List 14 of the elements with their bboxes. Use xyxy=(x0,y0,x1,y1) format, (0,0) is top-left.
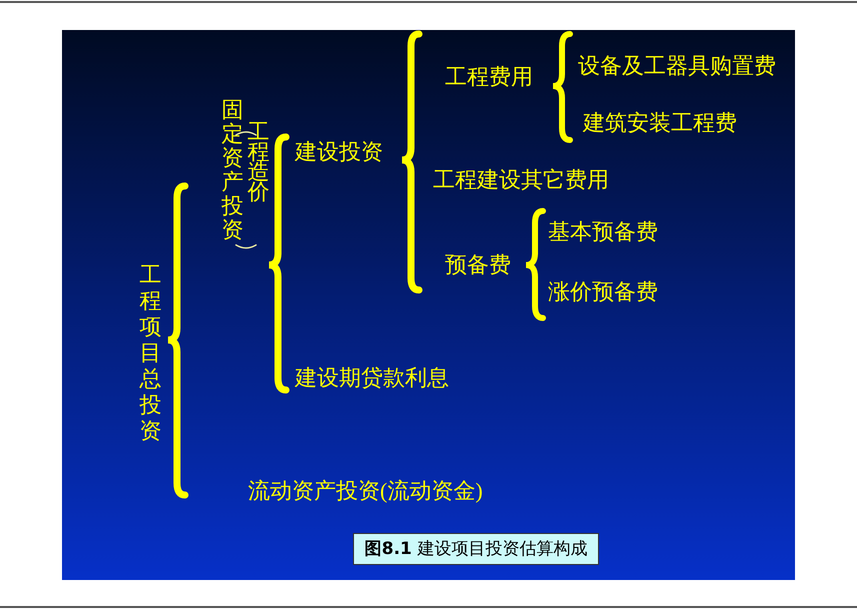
node-label: 工程项目总投资 xyxy=(139,262,162,444)
node-label: 涨价预备费 xyxy=(548,279,658,305)
node-label: 设备及工器具购置费 xyxy=(578,53,776,79)
node-label: 工程费用 xyxy=(445,64,533,90)
caption: 图8.1 建设项目投资估算构成 xyxy=(353,533,599,565)
node-label: 建筑安装工程费 xyxy=(583,110,737,136)
node-label: 工程造价 xyxy=(247,122,270,202)
node-label: 建设期贷款利息 xyxy=(295,365,449,391)
node-label: 流动资产投资(流动资金) xyxy=(248,478,483,504)
node-label: 工程建设其它费用 xyxy=(433,167,609,193)
node-label: 预备费 xyxy=(445,252,511,278)
node-label: 固定资产投资 xyxy=(221,98,244,242)
node-label: 基本预备费 xyxy=(548,219,658,245)
node-label: 建设投资 xyxy=(295,139,383,165)
